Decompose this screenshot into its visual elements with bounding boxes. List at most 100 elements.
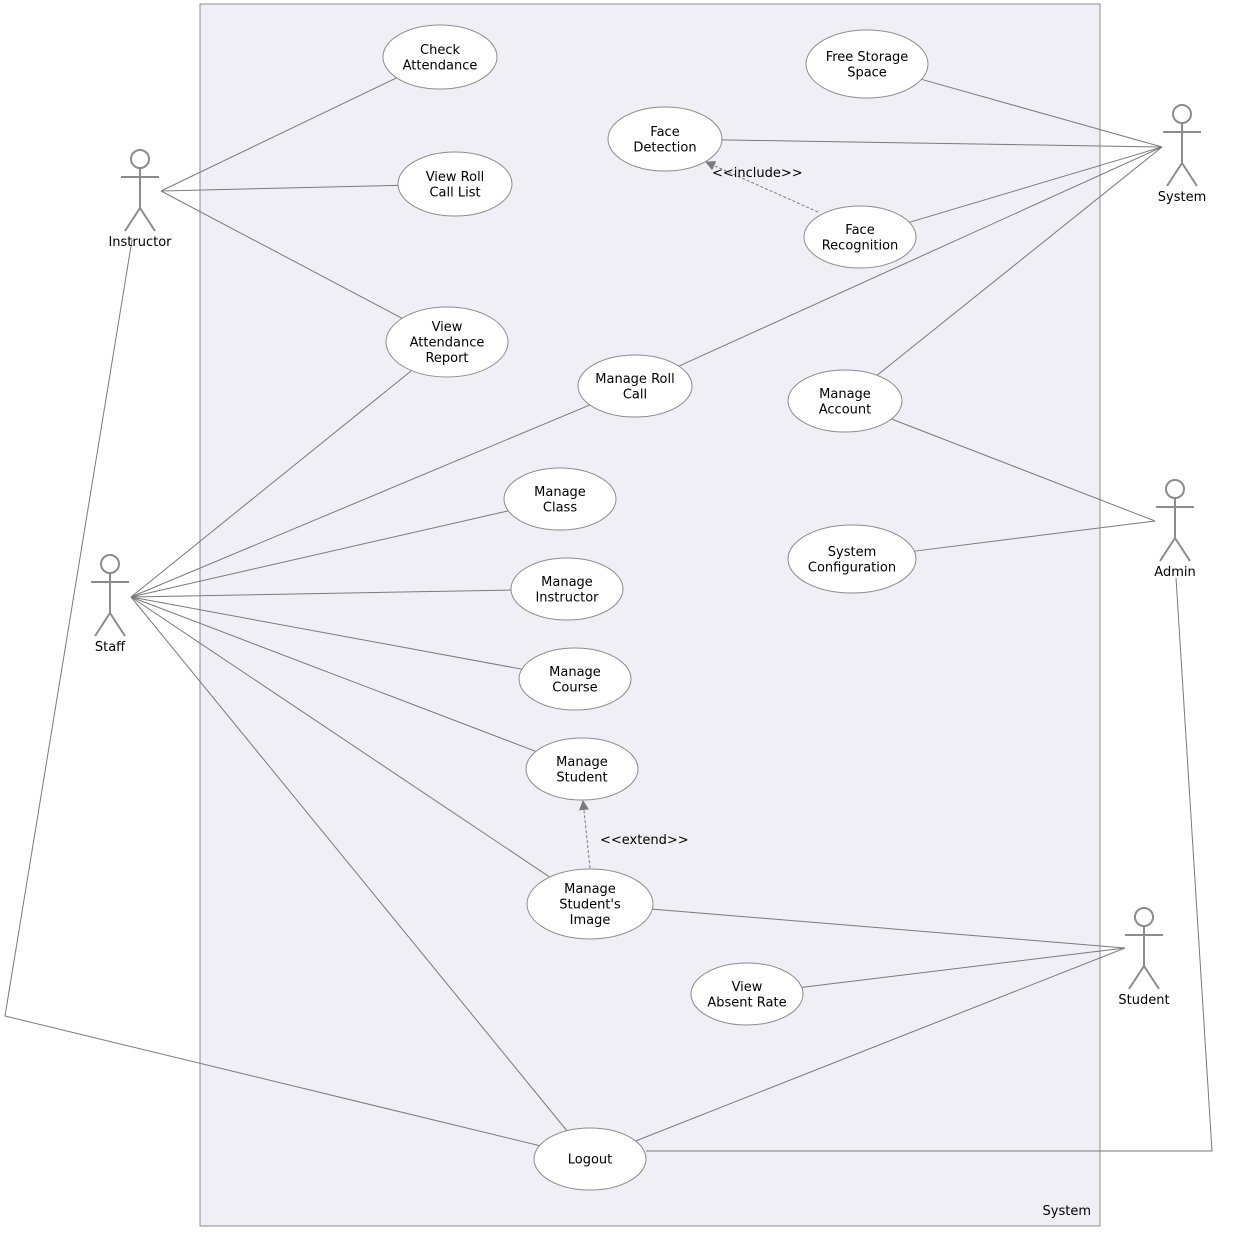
association-student-view-absent-rate [801,947,1126,988]
use-case-label: System [828,545,876,560]
dependency-label-face-recognition: <<include>> [712,166,803,181]
actor-label: Instructor [108,235,172,250]
actor-instructor[interactable]: Instructor [108,149,172,250]
use-case-label: Face [845,223,874,238]
association-system-face-recognition [909,146,1163,223]
actor-label: System [1158,190,1206,205]
system-boundary-label: System [1043,1204,1091,1219]
use-case-ellipse [385,306,509,378]
use-case-label: Space [847,65,887,80]
use-case-label: Account [819,402,872,417]
actor-label: Student [1118,993,1169,1008]
use-case-label: View [732,980,763,995]
dependency-label-manage-students-image: <<extend>> [600,833,689,848]
dependency-manage-students-image-manage-student [578,800,591,869]
use-case-label: Manage [541,575,593,590]
association-admin-manage-account [891,418,1156,522]
use-case-label: Detection [633,140,696,155]
actor-system[interactable]: System [1158,104,1206,205]
use-case-label: Manage [819,387,871,402]
use-case-ellipse [690,962,804,1026]
use-case-ellipse [382,24,498,90]
association-staff-manage-roll-call [130,404,591,598]
use-case-label: Manage [564,882,616,897]
actor-staff[interactable]: Staff [91,554,129,655]
associations-layer [4,77,1213,1152]
use-case-ellipse [525,737,639,801]
use-case-ellipse [577,354,693,418]
use-case-label: Manage [556,755,608,770]
association-instructor-logout [4,239,542,1147]
use-case-label: Report [425,351,468,366]
use-case-label: Logout [568,1153,613,1168]
association-staff-logout [130,596,568,1132]
use-case-label: Call List [429,185,480,200]
association-staff-manage-instructor [130,589,512,598]
actor-head [1134,907,1154,927]
actor-student[interactable]: Student [1118,907,1170,1008]
use-case-ellipse [397,151,513,217]
association-staff-manage-student [130,596,537,752]
association-student-manage-students-image [652,908,1126,949]
use-case-label: Configuration [808,560,896,575]
actor-label: Admin [1154,565,1195,580]
use-case-label: Attendance [403,58,478,73]
use-case-ellipse [510,557,624,621]
actor-body [1163,123,1201,187]
use-case-label: Image [570,913,611,928]
use-case-label: Face [650,125,679,140]
association-admin-system-configuration [914,520,1156,552]
actor-head [1172,104,1192,124]
actor-admin[interactable]: Admin [1154,479,1196,580]
actor-head [1165,479,1185,499]
use-case-ellipse [803,205,917,269]
system-boundary: System [199,3,1101,1227]
association-staff-manage-course [130,596,522,670]
use-case-ellipse [787,369,903,433]
association-admin-logout [646,577,1213,1152]
use-case-label: Absent Rate [707,995,786,1010]
use-case-label: Manage [549,665,601,680]
use-case-label: View [432,320,463,335]
use-case-ellipse [805,29,929,99]
association-instructor-view-roll-call-list [160,184,399,192]
association-instructor-check-attendance [160,77,397,192]
association-instructor-view-attendance-report [160,190,403,319]
use-case-label: Call [623,387,647,402]
use-case-ellipse [787,524,917,594]
use-case-ellipse [518,647,632,711]
use-case-ellipse [503,467,617,531]
association-student-logout [635,947,1126,1142]
dependencies-layer: <<include>> <<extend>> [578,161,819,869]
actor-body [1125,926,1163,990]
use-case-logout[interactable]: Logout [533,1127,647,1191]
actor-body [121,168,159,232]
dependency-face-recognition-face-detection [705,161,819,213]
use-case-label: Student [556,770,607,785]
use-case-ellipse [607,106,723,172]
use-case-label: Course [552,680,597,695]
actor-body [91,573,129,637]
use-case-label: Manage [534,485,586,500]
actor-head [100,554,120,574]
use-case-label: Recognition [822,238,899,253]
actor-label: Staff [95,640,126,655]
use-case-label: View Roll [426,170,485,185]
